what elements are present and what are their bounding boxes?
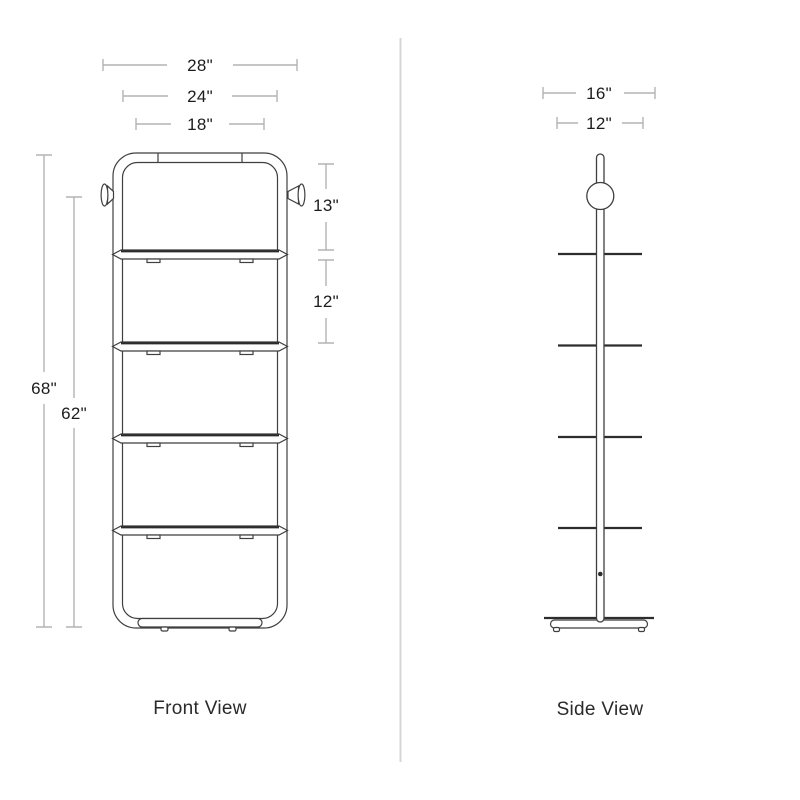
- dim-top-shelf-gap-label: 13": [313, 196, 339, 215]
- side-base-foot: [637, 626, 646, 633]
- dim-overall-depth-label: 16": [586, 84, 612, 103]
- dim-overall-width: 28": [102, 56, 298, 75]
- dim-frame-width: 24": [122, 87, 278, 106]
- side-view-label: Side View: [557, 699, 644, 720]
- dim-overall-height: 68": [31, 154, 57, 628]
- wall-mount-left: [100, 183, 115, 207]
- shelf-bar: [111, 249, 289, 264]
- dim-shelf-spacing-label: 12": [313, 292, 339, 311]
- dim-frame-width-label: 24": [187, 87, 213, 106]
- side-view-drawing: [544, 153, 654, 633]
- dim-overall-depth: 16": [542, 84, 656, 103]
- side-mount-ball: [586, 181, 615, 211]
- dim-shelf-depth-label: 12": [586, 114, 612, 133]
- side-screw-dot: [598, 571, 603, 577]
- front-frame: [112, 152, 288, 629]
- front-view-label: Front View: [153, 698, 246, 719]
- side-pole: [595, 153, 605, 623]
- shelf-bar: [111, 433, 289, 448]
- dim-shelf-width: 18": [135, 115, 265, 134]
- dim-overall-width-label: 28": [187, 56, 213, 75]
- front-foot-bar: [137, 617, 263, 632]
- dim-mount-height-label: 62": [61, 404, 87, 423]
- dim-shelf-width-label: 18": [187, 115, 213, 134]
- dim-overall-height-label: 68": [31, 379, 57, 398]
- side-base-foot: [552, 626, 561, 633]
- front-shelves: [111, 249, 289, 540]
- dim-mount-height: 62": [61, 196, 87, 628]
- dim-shelf-spacing: 12": [313, 259, 339, 344]
- shelf-bar: [111, 525, 289, 540]
- dim-top-shelf-gap: 13": [313, 163, 339, 251]
- dim-shelf-depth: 12": [556, 114, 644, 133]
- wall-mount-right: [287, 183, 306, 207]
- shelf-bar: [111, 341, 289, 356]
- frame-joint-ticks: [157, 153, 243, 163]
